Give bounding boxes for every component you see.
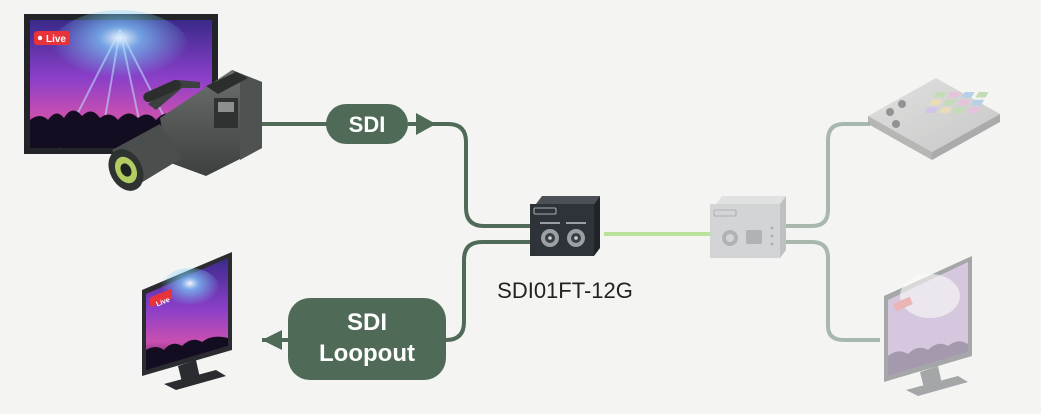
device-model-label: SDI01FT-12G [497,278,633,303]
control-pad-icon [868,78,1000,160]
sdi-input-pill: SDI [326,104,436,144]
broadcast-camera-icon [108,70,262,191]
sdi-loopout-pill: SDI Loopout [262,298,446,380]
sdi-fiber-transmitter-icon [530,196,600,256]
cable-receiver-to-monitor [786,240,880,342]
cable-receiver-to-pad [786,122,870,228]
monitor-live-badge-text: Live [155,297,171,309]
cables [262,122,880,342]
arrow-left-icon [262,330,282,350]
arrow-right-icon [416,113,436,135]
sdi-loopout-label-line2: Loopout [319,340,415,367]
sdi-input-label: SDI [349,112,386,137]
fiber-receiver-icon [710,196,786,258]
live-badge [34,31,70,45]
cable-transmitter-to-loopout [444,240,530,342]
loopout-monitor-icon: Live [142,252,232,390]
cable-sdi-to-transmitter [408,122,530,228]
live-badge-text: Live [46,34,66,45]
sdi-loopout-label-line1: SDI [347,309,387,336]
output-monitor-icon [884,256,972,396]
